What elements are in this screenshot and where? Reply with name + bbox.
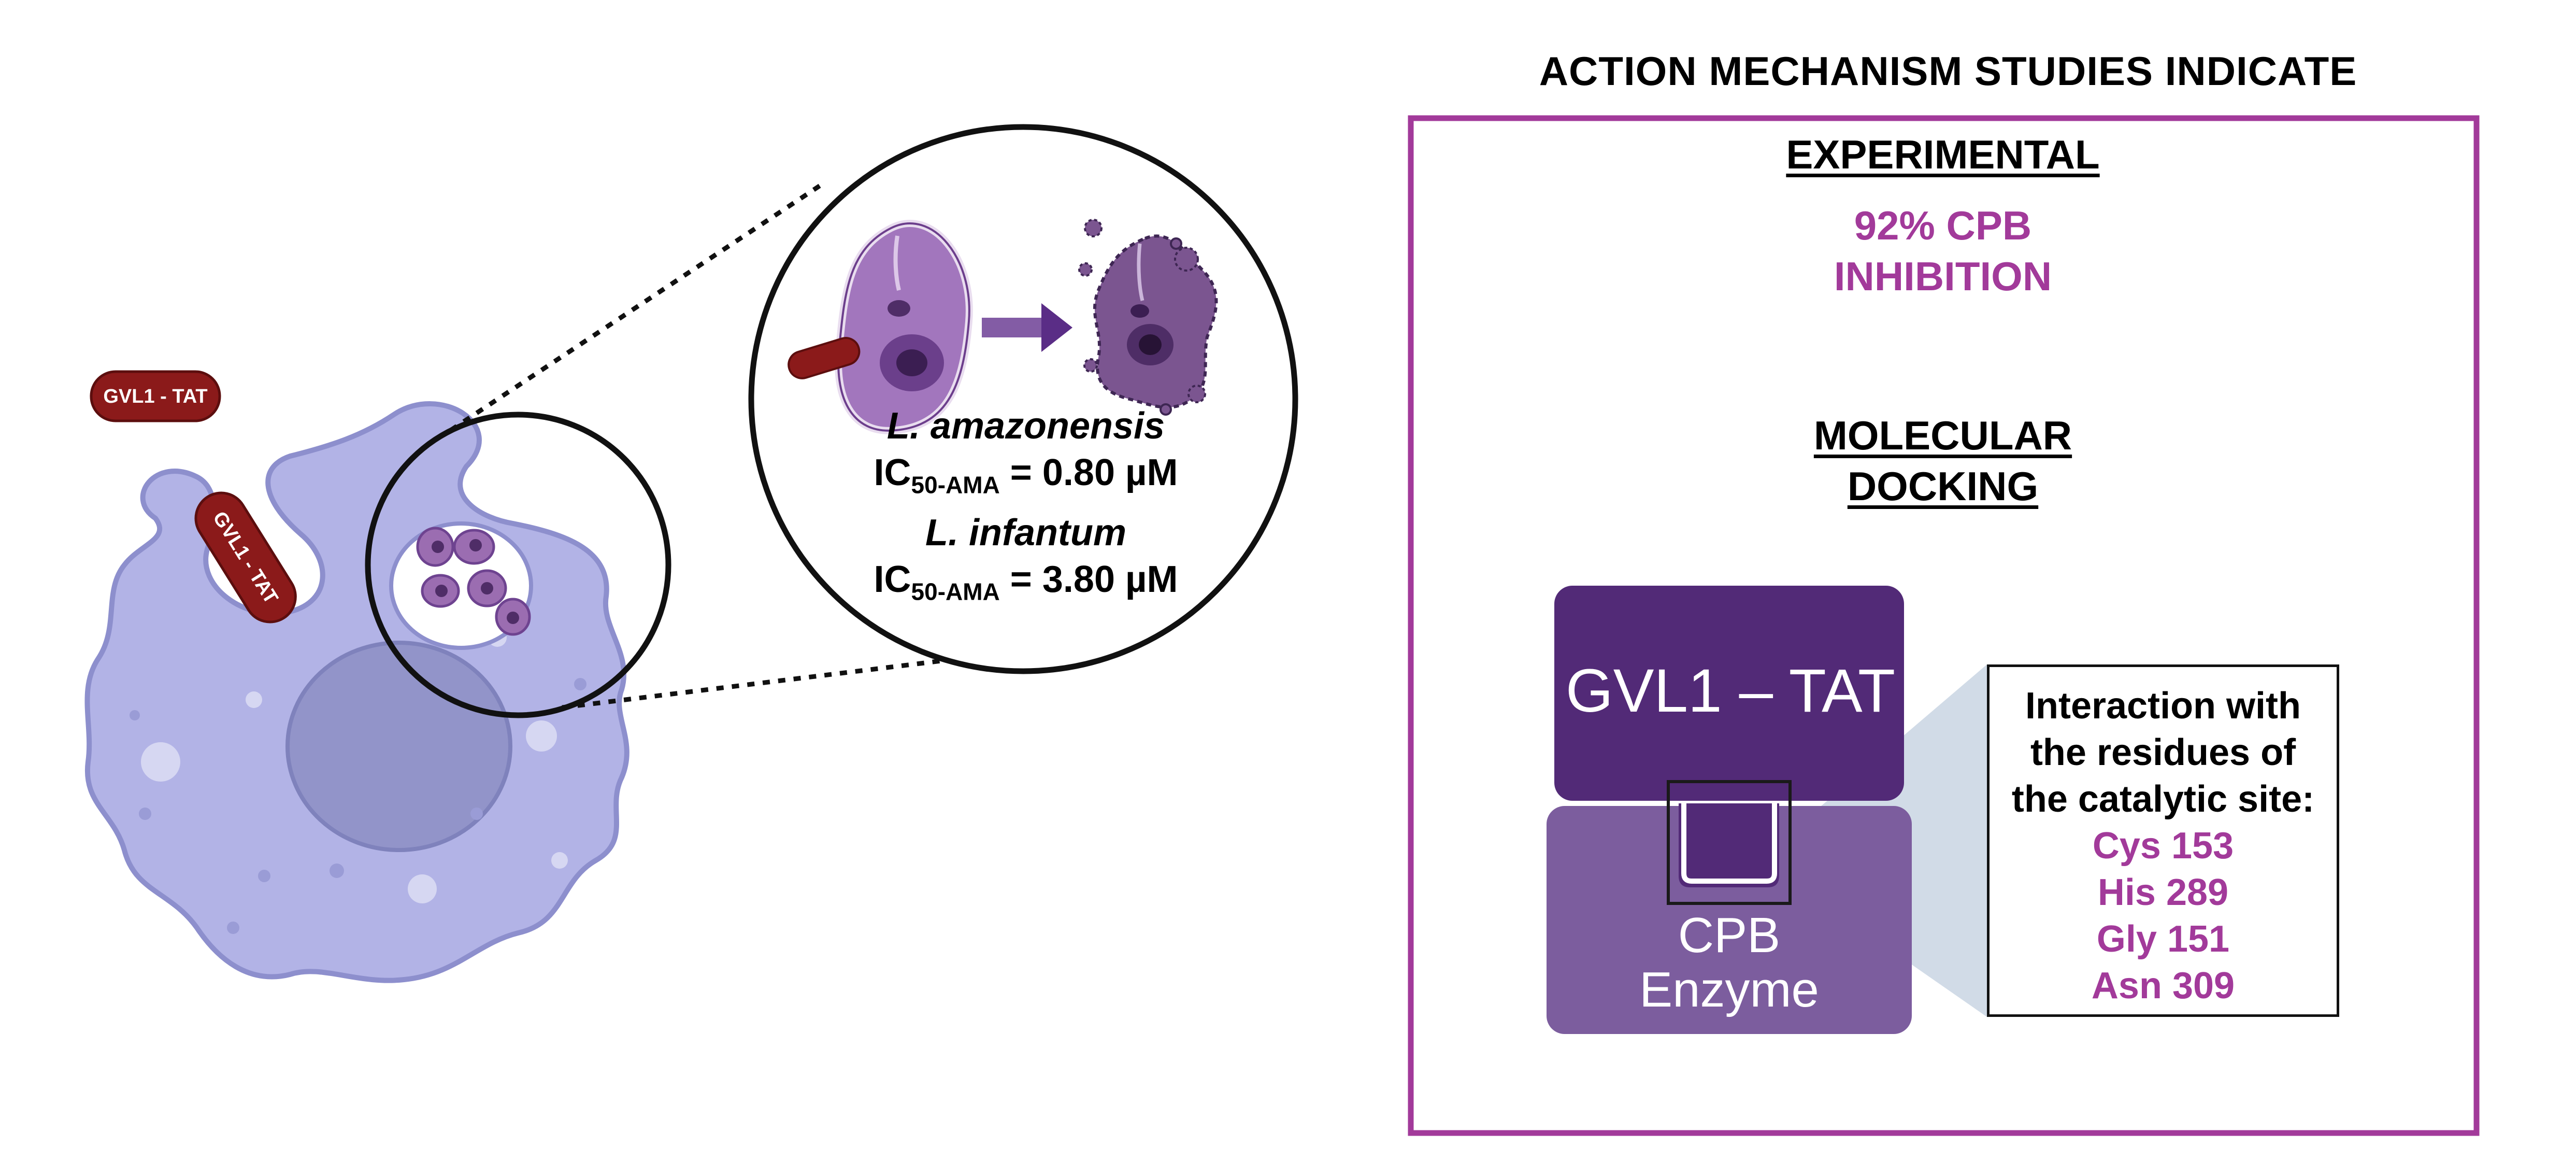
binding-pocket-outline	[1681, 803, 1777, 884]
peptide-pill-entering	[194, 491, 297, 624]
residue-item: Cys 153	[2092, 825, 2234, 867]
arrow-icon	[982, 303, 1072, 352]
docking-schematic	[1547, 586, 1987, 1034]
peptide-pill-floating	[90, 370, 221, 422]
peptide-pill-lens	[788, 337, 861, 379]
parasite-healthy	[835, 220, 973, 434]
connector-line-top	[449, 179, 828, 432]
binding-pocket-frame	[1667, 780, 1792, 905]
parasite-lysed	[1078, 219, 1218, 416]
docking-title-line-2: DOCKING	[1847, 463, 2039, 509]
experimental-result-line-1: 92% CPB	[1854, 203, 2032, 248]
mechanism-panel-frame	[1408, 115, 2480, 1136]
peptide-pill-floating-label: GVL1 - TAT	[103, 386, 208, 407]
interaction-text-line-2: the residues of	[2030, 732, 2296, 773]
amastigote-group	[416, 527, 531, 636]
docking-title-line-1: MOLECULAR	[1813, 413, 2072, 458]
enzyme-label-line-1: CPB	[1678, 908, 1781, 963]
species-1-name: L. amazonensis	[886, 405, 1165, 447]
residue-item: Gly 151	[2096, 918, 2230, 960]
magnifier-small-circle	[365, 412, 671, 718]
residue-item: Asn 309	[2091, 965, 2235, 1007]
panel-heading: ACTION MECHANISM STUDIES INDICATE	[1539, 48, 2357, 94]
experimental-result-line-2: INHIBITION	[1834, 253, 2052, 299]
species-1-ic50: IC50-AMA = 0.80 µM	[874, 452, 1178, 499]
interaction-text-line-1: Interaction with	[2025, 685, 2301, 727]
enzyme-label-line-2: Enzyme	[1639, 962, 1819, 1017]
ligand-label: GVL1 – TAT	[1565, 657, 1896, 725]
species-2-ic50: IC50-AMA = 3.80 µM	[874, 559, 1178, 605]
experimental-title: EXPERIMENTAL	[1786, 132, 2100, 177]
ligand-block	[1554, 586, 1904, 801]
macrophage-cell	[84, 401, 629, 983]
interaction-text-line-3: the catalytic site:	[2011, 778, 2315, 820]
species-2-name: L. infantum	[925, 512, 1126, 554]
cpb-enzyme-block	[1547, 806, 1912, 1034]
residue-item: His 289	[2097, 872, 2229, 913]
interaction-box: Interaction with the residues of the cat…	[1987, 664, 2339, 1017]
binding-pocket-fill	[1679, 803, 1779, 887]
